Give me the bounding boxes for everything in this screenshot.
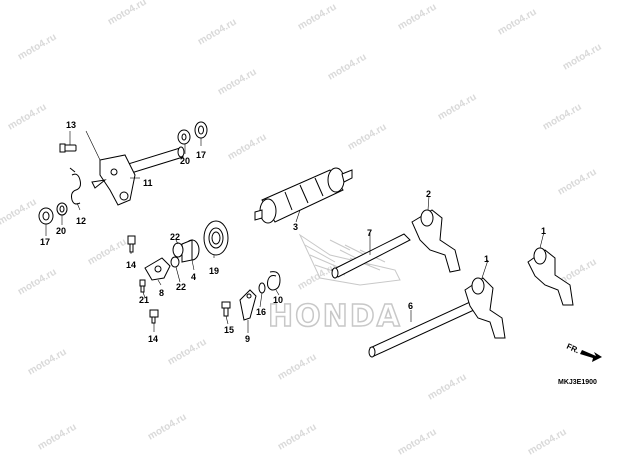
callout-16: 16 — [256, 307, 266, 317]
front-direction-indicator: FR. — [565, 342, 602, 362]
callout-19: 19 — [209, 266, 219, 276]
callout-9: 9 — [245, 334, 250, 344]
part-10-spring — [267, 271, 281, 291]
front-arrow-icon — [580, 350, 602, 362]
watermark-text: moto4.ru — [496, 7, 539, 38]
watermark-text: moto4.ru — [346, 122, 389, 153]
watermark-text: moto4.ru — [36, 422, 79, 453]
watermark-text: moto4.ru — [16, 267, 59, 298]
watermark-text: moto4.ru — [396, 427, 439, 458]
part-4-collar — [181, 239, 200, 263]
part-16-pin — [258, 282, 266, 294]
callout-14-upper: 14 — [126, 260, 136, 270]
watermark-text: moto4.ru — [16, 32, 59, 63]
part-14-bolt-lower — [149, 309, 159, 324]
callout-12: 12 — [76, 216, 86, 226]
callout-17-upper: 17 — [196, 150, 206, 160]
parts-layer — [38, 121, 574, 358]
part-11-shift-spindle — [91, 146, 185, 206]
part-22-collar-a — [172, 242, 184, 258]
part-12-spring — [69, 167, 81, 205]
part-17-washer-left — [38, 207, 54, 225]
part-9-plate — [239, 289, 257, 321]
part-8-stopper-arm — [144, 257, 171, 281]
callout-20-lower: 20 — [56, 226, 66, 236]
callout-4: 4 — [191, 272, 196, 282]
part-15-bolt — [221, 301, 231, 317]
callout-15: 15 — [224, 325, 234, 335]
callout-20-upper: 20 — [180, 156, 190, 166]
part-20-collar-right — [177, 129, 191, 145]
callout-10: 10 — [273, 295, 283, 305]
watermark-text: moto4.ru — [276, 422, 319, 453]
callout-1-centre: 1 — [484, 254, 489, 264]
watermark-text: moto4.ru — [6, 102, 49, 133]
watermark-text: moto4.ru — [426, 372, 469, 403]
watermark-text: moto4.ru — [556, 167, 599, 198]
watermark-text: moto4.ru — [296, 262, 339, 293]
watermark-text: moto4.ru — [106, 0, 149, 28]
watermark-text: moto4.ru — [216, 67, 259, 98]
part-3-shift-drum — [254, 167, 353, 224]
diagram-code: MKJ3E1900 — [558, 379, 597, 386]
callout-22-lower: 22 — [176, 282, 186, 292]
callout-6: 6 — [408, 301, 413, 311]
part-17-washer-right — [194, 121, 208, 139]
watermark-text: moto4.ru — [526, 427, 569, 458]
callout-11: 11 — [143, 178, 153, 188]
front-label: FR. — [565, 342, 580, 356]
callout-14-lower: 14 — [148, 334, 158, 344]
watermark-text: moto4.ru — [396, 2, 439, 33]
part-7-fork-shaft — [331, 233, 411, 279]
watermark-text: moto4.ru — [541, 102, 584, 133]
part-1-shift-fork-right — [527, 247, 574, 306]
watermark-text: moto4.ru — [226, 132, 269, 163]
part-19-bearing — [203, 220, 229, 256]
watermark-text: moto4.ru — [146, 412, 189, 443]
callout-17-lower: 17 — [40, 237, 50, 247]
callout-22-upper: 22 — [170, 232, 180, 242]
watermark-text: moto4.ru — [561, 42, 604, 73]
watermark-text: moto4.ru — [86, 237, 129, 268]
part-2-shift-fork — [411, 209, 461, 273]
watermark-text: moto4.ru — [0, 197, 39, 228]
watermark-text: moto4.ru — [166, 337, 209, 368]
watermark-text: moto4.ru — [436, 92, 479, 123]
part-1-shift-fork-centre — [464, 277, 506, 339]
watermark-text: moto4.ru — [26, 347, 69, 378]
watermark-text: moto4.ru — [296, 2, 339, 33]
watermark-text: moto4.ru — [326, 52, 369, 83]
honda-wing-icon — [298, 233, 401, 286]
callout-1-right: 1 — [541, 226, 546, 236]
callout-21: 21 — [139, 295, 149, 305]
part-21-pin — [139, 279, 146, 293]
callout-3: 3 — [293, 222, 298, 232]
callout-labels: 13 11 12 20 17 20 17 3 19 4 22 22 8 14 2… — [40, 120, 546, 344]
watermark-text: moto4.ru — [196, 17, 239, 48]
callout-2: 2 — [426, 189, 431, 199]
honda-logo: HONDA — [267, 233, 402, 335]
part-22-collar-b — [170, 256, 180, 268]
part-20-collar-left — [56, 202, 68, 216]
part-13-bolt — [59, 143, 77, 153]
watermark-layer: moto4.ru moto4.ru moto4.ru moto4.ru moto… — [0, 0, 604, 458]
part-14-bolt-upper — [127, 235, 136, 253]
callout-8: 8 — [159, 288, 164, 298]
watermark-text: moto4.ru — [276, 352, 319, 383]
callout-13: 13 — [66, 120, 76, 130]
callout-7: 7 — [367, 228, 372, 238]
leader-lines — [45, 130, 545, 333]
honda-wordmark: HONDA — [268, 299, 402, 334]
